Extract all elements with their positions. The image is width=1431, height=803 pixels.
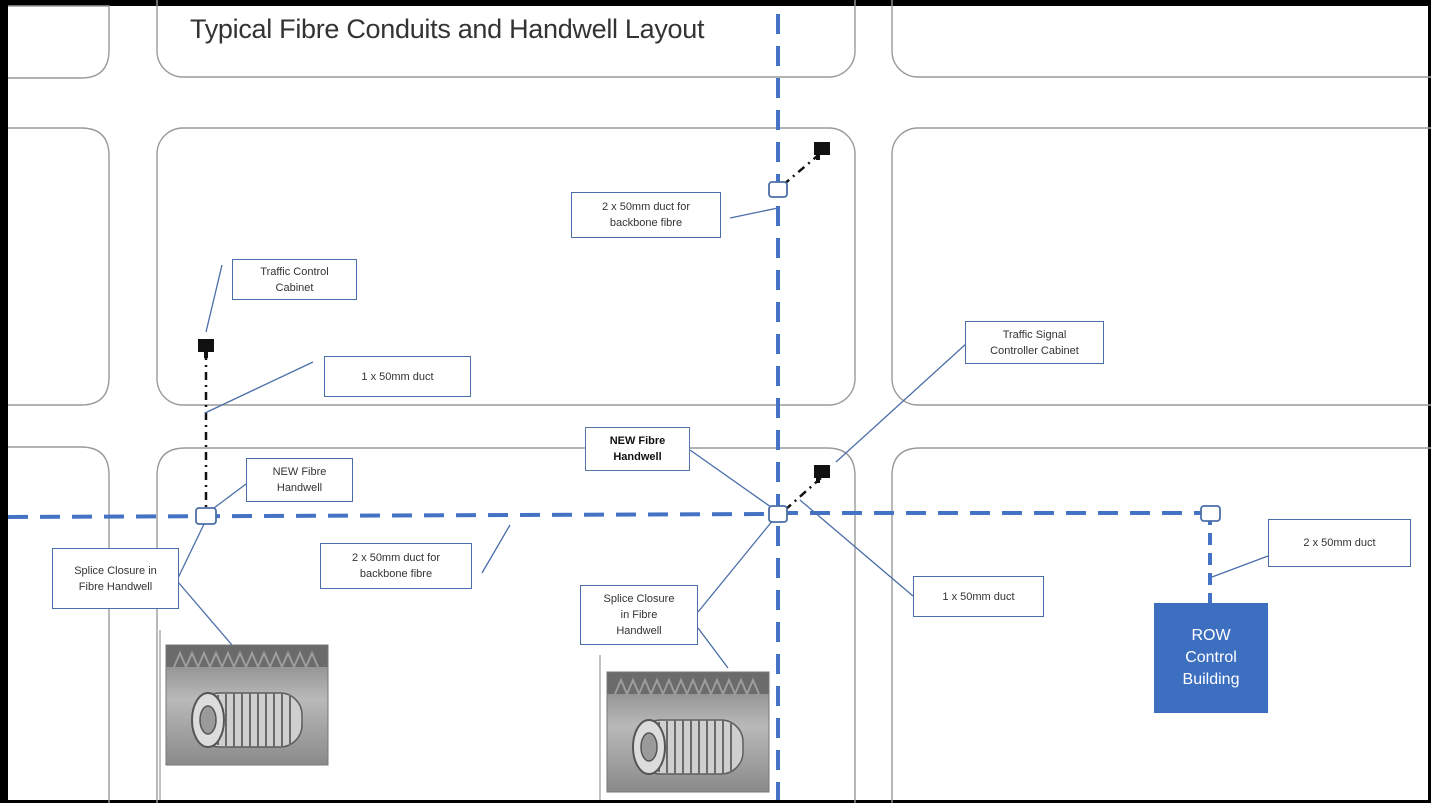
city-block bbox=[8, 446, 110, 803]
city-blocks bbox=[8, 0, 1431, 803]
label-new-fibre-handwell-left: NEW Fibre Handwell bbox=[246, 458, 353, 502]
cabinet-connection bbox=[782, 151, 823, 186]
city-block bbox=[8, 127, 110, 406]
label-duct-1x50-left: 1 x 50mm duct bbox=[324, 356, 471, 397]
leader-line bbox=[177, 519, 207, 579]
city-block bbox=[891, 0, 1431, 78]
label-traffic-signal-controller-cabinet: Traffic Signal Controller Cabinet bbox=[965, 321, 1104, 364]
leader-line bbox=[835, 342, 968, 463]
handwell-icon bbox=[195, 507, 217, 525]
city-block bbox=[156, 0, 856, 78]
handwell-icon bbox=[1200, 505, 1221, 522]
leader-line bbox=[1211, 555, 1269, 578]
handwell-icon bbox=[768, 181, 788, 198]
leader-line bbox=[799, 499, 914, 597]
city-block bbox=[156, 447, 856, 803]
label-new-fibre-handwell-center: NEW Fibre Handwell bbox=[585, 427, 690, 471]
conduits bbox=[7, 14, 1212, 800]
label-duct-backbone-bottom: 2 x 50mm duct for backbone fibre bbox=[320, 543, 472, 589]
leader-line bbox=[205, 264, 223, 333]
city-block bbox=[891, 127, 1431, 406]
leader-line bbox=[697, 627, 729, 669]
row-control-building: ROW Control Building bbox=[1154, 603, 1268, 713]
backbone-conduit-horizontal bbox=[7, 512, 779, 519]
leader-line bbox=[481, 524, 511, 574]
cabinet-icon bbox=[814, 142, 830, 160]
cabinet-connections bbox=[204, 151, 823, 511]
leader-line bbox=[689, 449, 779, 513]
label-splice-closure-center: Splice Closure in Fibre Handwell bbox=[580, 585, 698, 645]
city-block bbox=[8, 5, 110, 79]
leader-line bbox=[213, 483, 247, 509]
handwell-icon bbox=[768, 505, 788, 523]
cabinets bbox=[198, 142, 830, 483]
leader-line bbox=[204, 361, 314, 414]
leader-line bbox=[729, 207, 779, 219]
label-traffic-control-cabinet: Traffic Control Cabinet bbox=[232, 259, 357, 300]
handwells bbox=[195, 181, 1221, 525]
city-block bbox=[891, 447, 1431, 803]
leader-lines bbox=[177, 207, 1269, 669]
leader-line bbox=[177, 581, 233, 646]
cabinet-icon bbox=[198, 339, 214, 358]
diagram-title: Typical Fibre Conduits and Handwell Layo… bbox=[190, 14, 705, 44]
cabinet-icon bbox=[814, 465, 830, 483]
label-duct-2x50-right: 2 x 50mm duct bbox=[1268, 519, 1411, 567]
leader-line bbox=[697, 513, 779, 613]
label-duct-1x50-right: 1 x 50mm duct bbox=[913, 576, 1044, 617]
splice-closure-photo bbox=[165, 644, 329, 766]
city-block bbox=[156, 127, 856, 406]
cabinet-connection bbox=[784, 476, 823, 511]
label-splice-closure-left: Splice Closure in Fibre Handwell bbox=[52, 548, 179, 609]
splice-closure-photo bbox=[606, 671, 770, 793]
label-duct-backbone-top: 2 x 50mm duct for backbone fibre bbox=[571, 192, 721, 238]
